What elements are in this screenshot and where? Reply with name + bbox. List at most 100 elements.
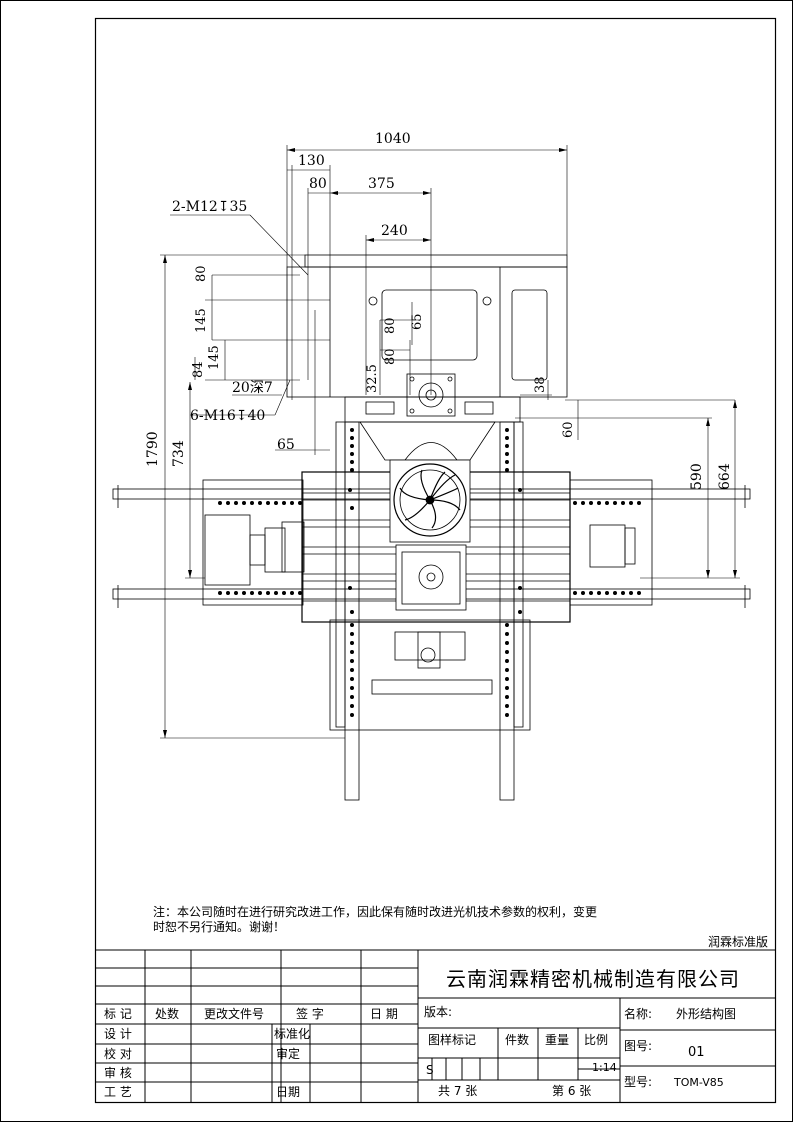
version-tag: 润霖标准版	[708, 935, 769, 949]
mount-hole	[241, 500, 246, 505]
mount-hole	[589, 500, 594, 505]
role-design: 设 计	[104, 1027, 132, 1041]
mount-hole	[518, 487, 523, 492]
rev-header-date: 日 期	[370, 1007, 398, 1021]
mount-hole	[581, 500, 586, 505]
note-line-1: 注：本公司随时在进行研究改进工作，因此保有随时改进光机技术参数的权利，变更	[153, 905, 598, 919]
mount-hole	[349, 443, 354, 448]
mount-hole	[249, 500, 254, 505]
company-name: 云南润霖精密机械制造有限公司	[446, 967, 740, 991]
stage-mark: S	[426, 1063, 434, 1077]
weight-label: 重量	[545, 1033, 570, 1047]
dim-734: 734	[171, 440, 187, 467]
mount-hole	[504, 650, 509, 655]
mount-hole	[233, 500, 238, 505]
mount-hole	[637, 500, 642, 505]
mount-hole	[504, 659, 509, 664]
date-label: 日期	[276, 1085, 301, 1099]
mount-hole	[349, 695, 354, 700]
mount-hole	[297, 500, 302, 505]
role-process: 工 艺	[104, 1085, 132, 1099]
mount-hole	[613, 500, 618, 505]
mount-hole	[349, 467, 354, 472]
count-label: 件数	[505, 1033, 530, 1047]
mount-hole	[504, 641, 509, 646]
mount-hole	[217, 500, 222, 505]
mount-hole	[265, 591, 270, 596]
mount-hole	[265, 500, 270, 505]
mount-hole	[233, 591, 238, 596]
drawing-no-label: 图号:	[624, 1039, 653, 1053]
dim-664: 664	[717, 463, 733, 490]
mount-hole	[605, 591, 610, 596]
mount-hole	[225, 500, 230, 505]
standardization-label: 标准化	[274, 1027, 311, 1041]
dim-32-5: 32.5	[365, 364, 380, 393]
mount-hole	[349, 704, 354, 709]
mount-hole	[581, 591, 586, 596]
rev-header-mark: 标 记	[104, 1007, 132, 1021]
mount-hole	[504, 623, 509, 628]
mount-hole	[289, 500, 294, 505]
dim-65-left: 65	[277, 437, 295, 453]
mount-hole	[257, 591, 262, 596]
mount-hole	[257, 500, 262, 505]
dim-1790: 1790	[145, 431, 161, 467]
mount-hole	[504, 668, 509, 673]
mount-hole	[349, 677, 354, 682]
thread-label-m16: 6-M16↧40	[190, 408, 266, 424]
name-label: 名称:	[624, 1007, 653, 1021]
dim-38: 38	[533, 376, 548, 393]
hole-pattern	[217, 427, 642, 718]
mount-hole	[621, 500, 626, 505]
mount-hole	[504, 427, 509, 432]
mount-hole	[605, 500, 610, 505]
mount-hole	[297, 591, 302, 596]
mount-hole	[349, 427, 354, 432]
mount-hole	[504, 677, 509, 682]
mount-hole	[518, 586, 523, 591]
mount-hole	[349, 713, 354, 718]
mount-hole	[347, 586, 352, 591]
dim-80-v2: 80	[383, 348, 398, 365]
mount-hole	[347, 487, 352, 492]
mount-hole	[349, 505, 354, 510]
mount-hole	[349, 668, 354, 673]
role-check: 校 对	[104, 1047, 132, 1061]
mount-hole	[349, 650, 354, 655]
dim-80-left: 80	[194, 265, 209, 282]
mount-hole	[504, 713, 509, 718]
dim-375: 375	[368, 176, 395, 192]
scale-value: 1:14	[592, 1061, 617, 1074]
machine-body	[112, 254, 751, 801]
dim-1040: 1040	[375, 131, 411, 147]
name-value: 外形结构图	[676, 1007, 737, 1021]
mount-hole	[349, 610, 354, 615]
dimension-lines	[160, 145, 740, 739]
mount-hole	[573, 591, 578, 596]
mount-hole	[349, 641, 354, 646]
rev-header-docno: 更改文件号	[204, 1007, 265, 1021]
mount-hole	[281, 500, 286, 505]
dim-145: 145	[207, 345, 222, 370]
mount-hole	[273, 500, 278, 505]
mount-hole	[281, 591, 286, 596]
mount-hole	[241, 591, 246, 596]
mount-hole	[504, 704, 509, 709]
approval-label: 审定	[276, 1047, 301, 1061]
mount-hole	[504, 459, 509, 464]
drawing-no-value: 01	[688, 1045, 705, 1060]
sheet-number: 第 6 张	[552, 1084, 592, 1098]
mount-hole	[504, 435, 509, 440]
mount-hole	[504, 632, 509, 637]
mount-hole	[597, 500, 602, 505]
mount-hole	[504, 686, 509, 691]
mount-hole	[589, 591, 594, 596]
dim-130: 130	[298, 153, 325, 169]
mount-hole	[217, 591, 222, 596]
rev-header-count: 处数	[155, 1007, 180, 1021]
dimension-arrows	[163, 148, 737, 738]
dim-80-v1: 80	[383, 317, 398, 334]
mount-hole	[504, 451, 509, 456]
